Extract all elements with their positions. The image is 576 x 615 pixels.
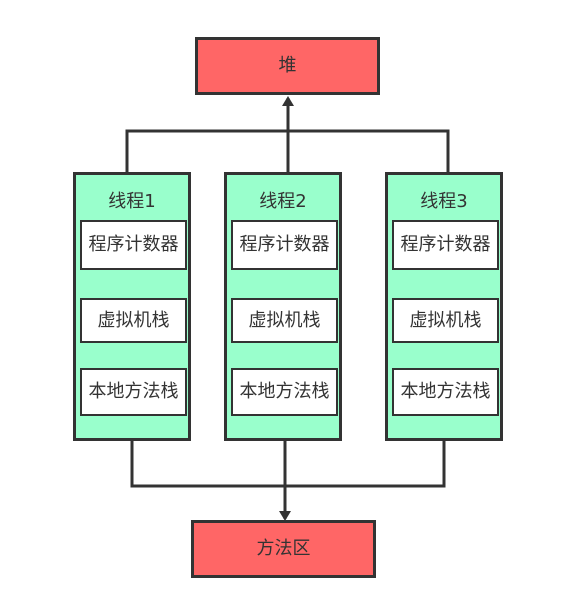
thread-2-native-method-stack: 本地方法栈 bbox=[231, 368, 338, 416]
thread-2: 线程2 程序计数器 虚拟机栈 本地方法栈 bbox=[224, 172, 342, 441]
thread-3-vm-stack: 虚拟机栈 bbox=[392, 298, 499, 343]
thread-2-native-method-stack-label: 本地方法栈 bbox=[239, 381, 330, 402]
thread-1-vm-stack: 虚拟机栈 bbox=[80, 298, 187, 343]
thread-3-vm-stack-label: 虚拟机栈 bbox=[409, 309, 482, 331]
thread-1-program-counter-label: 程序计数器 bbox=[88, 234, 179, 255]
threads-to-method-area-line bbox=[130, 441, 446, 488]
thread-3: 线程3 程序计数器 虚拟机栈 本地方法栈 bbox=[385, 172, 503, 441]
heap-label: 堆 bbox=[278, 55, 297, 76]
thread-2-title: 线程2 bbox=[259, 191, 307, 212]
thread-1-program-counter: 程序计数器 bbox=[80, 220, 187, 270]
thread-1-native-method-stack-label: 本地方法栈 bbox=[88, 381, 179, 402]
thread-3-program-counter-label: 程序计数器 bbox=[400, 234, 491, 255]
method-area-box: 方法区 bbox=[191, 520, 376, 578]
thread-3-title: 线程3 bbox=[420, 191, 468, 212]
thread-3-native-method-stack-label: 本地方法栈 bbox=[400, 381, 491, 402]
heap-box: 堆 bbox=[195, 37, 380, 95]
thread-1-title: 线程1 bbox=[108, 191, 156, 212]
thread-2-vm-stack: 虚拟机栈 bbox=[231, 298, 338, 343]
thread-1: 线程1 程序计数器 虚拟机栈 本地方法栈 bbox=[73, 172, 191, 441]
thread-2-program-counter-label: 程序计数器 bbox=[239, 234, 330, 255]
thread-1-native-method-stack: 本地方法栈 bbox=[80, 368, 187, 416]
thread-3-native-method-stack: 本地方法栈 bbox=[392, 368, 499, 416]
method-area-label: 方法区 bbox=[256, 538, 311, 559]
thread-1-vm-stack-label: 虚拟机栈 bbox=[97, 309, 170, 331]
thread-2-vm-stack-label: 虚拟机栈 bbox=[248, 309, 321, 331]
thread-2-program-counter: 程序计数器 bbox=[231, 220, 338, 270]
thread-3-program-counter: 程序计数器 bbox=[392, 220, 499, 270]
